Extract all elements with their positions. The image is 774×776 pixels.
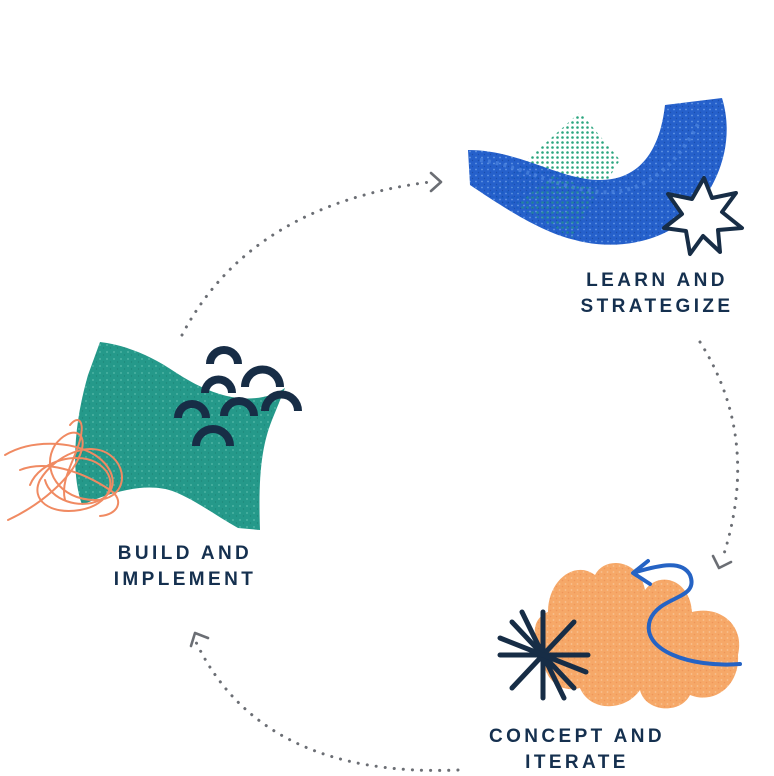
stage-label-concept-line1: CONCEPT AND [470,724,684,750]
learn-illustration [468,98,742,254]
stage-label-learn-line2: STRATEGIZE [560,294,754,320]
concept-illustration [500,561,740,708]
stage-label-learn-line1: LEARN AND [560,268,754,294]
stage-label-build-line2: IMPLEMENT [88,567,282,593]
orange-cloud-icon [535,563,739,708]
arrow-concept-to-build [191,633,458,770]
arrow-build-to-learn [182,173,441,335]
stage-label-learn: LEARN AND STRATEGIZE [560,268,754,320]
stage-label-concept: CONCEPT AND ITERATE [470,724,684,776]
stage-label-concept-line2: ITERATE [470,750,684,776]
arrow-learn-to-concept [700,342,738,568]
build-illustration [5,342,298,530]
stage-label-build: BUILD AND IMPLEMENT [88,541,282,593]
stage-label-build-line1: BUILD AND [88,541,282,567]
